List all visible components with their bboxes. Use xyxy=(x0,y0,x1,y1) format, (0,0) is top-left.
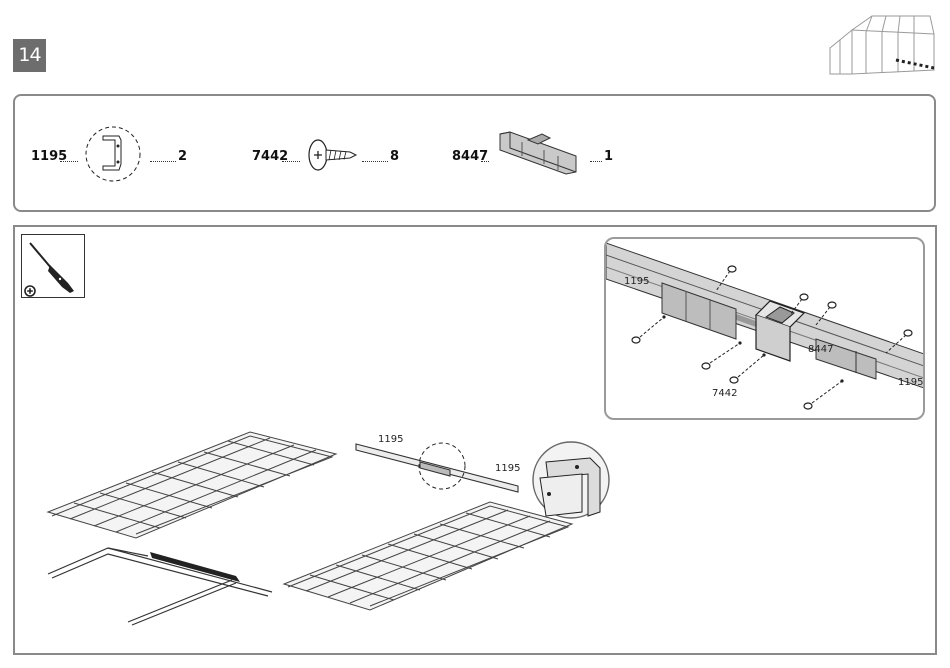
assembly-label-1195-right: 1195 xyxy=(495,463,520,474)
assembly-label-1195-left: 1195 xyxy=(378,434,403,445)
